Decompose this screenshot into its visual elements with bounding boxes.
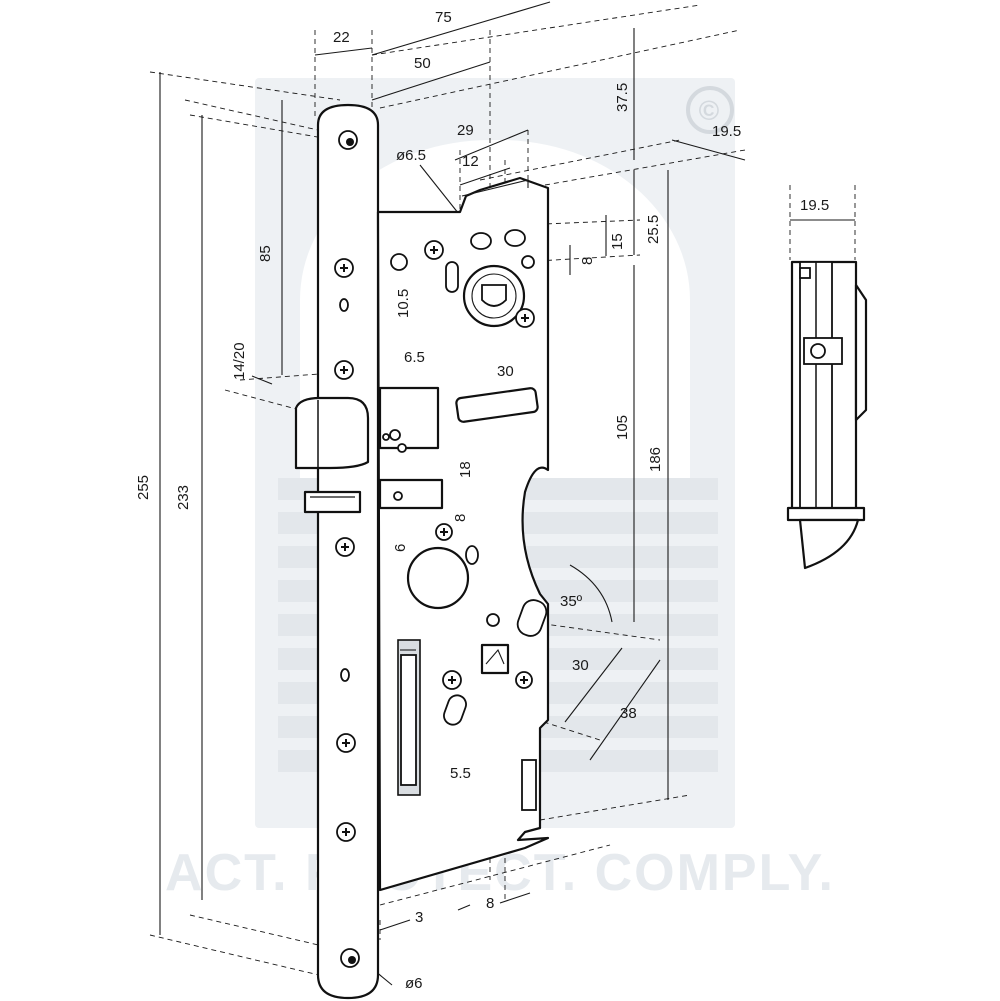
dim-6-5: 6.5 xyxy=(404,349,425,366)
dim-30-lower: 30 xyxy=(572,657,589,674)
anti-thrust-bolt xyxy=(303,490,362,514)
dim-6: 6 xyxy=(392,544,409,552)
dim-75: 75 xyxy=(435,9,452,26)
dim-35-degrees: 35º xyxy=(560,593,583,610)
copyright-symbol: © xyxy=(699,95,722,126)
dim-14-20: 14/20 xyxy=(231,342,248,380)
side-foot xyxy=(786,506,866,522)
dim-85: 85 xyxy=(257,245,274,262)
dim-18: 18 xyxy=(457,461,474,478)
dim-186: 186 xyxy=(647,447,664,472)
dim-8-bottom: 8 xyxy=(486,895,494,912)
mortise-lock-drawing xyxy=(294,103,550,1000)
follower-hole xyxy=(406,546,470,610)
faceplate-screws xyxy=(334,258,356,842)
dimension-labels: 22 75 50 37.5 19.5 29 ø6.5 12 15 25.5 8 … xyxy=(135,9,829,992)
anti-thrust-housing xyxy=(378,478,444,510)
dim-dia-6-5: ø6.5 xyxy=(396,147,426,164)
dim-38: 38 xyxy=(620,705,637,722)
dim-37-5: 37.5 xyxy=(614,83,631,112)
dim-105: 105 xyxy=(614,415,631,440)
dim-12: 12 xyxy=(462,153,479,170)
dim-22: 22 xyxy=(333,29,350,46)
dim-233: 233 xyxy=(175,485,192,510)
faceplate-bottom-hole-inner xyxy=(348,956,356,964)
latch-bolt xyxy=(294,396,370,470)
side-latch-tip xyxy=(798,518,860,570)
dim-8-mid: 8 xyxy=(452,514,469,522)
dim-29: 29 xyxy=(457,122,474,139)
side-dim-19-5: 19.5 xyxy=(800,197,829,214)
dim-19-5-top: 19.5 xyxy=(712,123,741,140)
upper-slot xyxy=(455,387,539,423)
lock-side-view xyxy=(786,185,868,570)
dim-8-upper: 8 xyxy=(579,257,596,265)
faceplate-top-hole-inner xyxy=(346,138,354,146)
dim-15: 15 xyxy=(609,233,626,250)
dim-dia-6: ø6 xyxy=(405,975,423,992)
dim-5-5: 5.5 xyxy=(450,765,471,782)
dim-255: 255 xyxy=(135,475,152,500)
dim-10-5: 10.5 xyxy=(395,289,412,318)
dim-3: 3 xyxy=(415,909,423,926)
upper-pins xyxy=(390,229,535,328)
dim-30-upper: 30 xyxy=(497,363,514,380)
copyright-icon: © xyxy=(686,86,734,134)
spindle-square xyxy=(480,643,510,675)
dim-25-5: 25.5 xyxy=(645,215,662,244)
dim-50: 50 xyxy=(414,55,431,72)
